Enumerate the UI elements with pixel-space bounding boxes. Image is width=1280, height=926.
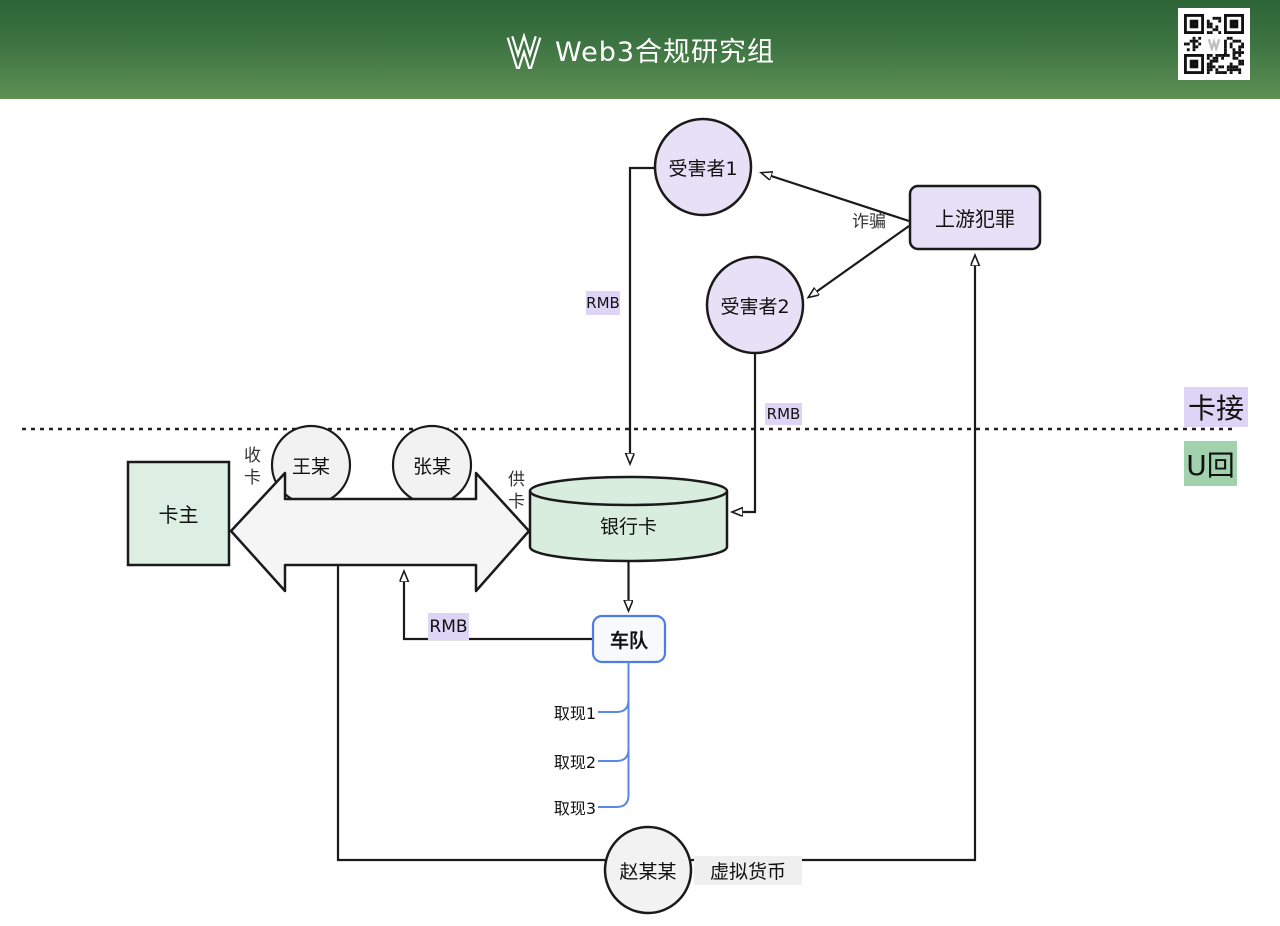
card-owner-label: 卡主 [158,503,199,527]
qr-code [1178,8,1250,80]
zhao-label: 赵某某 [619,860,677,883]
collect-card-label: 收卡 [244,446,261,488]
edge-upstream-to-victim2 [809,225,910,297]
victim2-node [705,255,805,355]
side-annotation-u: U回 [1184,441,1237,486]
zhao-node [603,825,693,915]
withdraw-branch-2 [598,748,630,762]
qr-w-logo-icon [1204,34,1224,54]
card-owner-node [126,460,231,567]
victim2-label: 受害者2 [720,295,790,318]
fleet-label: 车队 [609,629,648,652]
qr-pattern [1184,14,1244,74]
bankcard-cylinder-top [528,475,729,507]
edge-fleet-rmb-return [404,572,593,641]
bankcard-label: 银行卡 [599,515,657,538]
rmb-label-fleet: RMB [428,613,469,640]
edge-victim1-to-bankcard [630,166,656,463]
header-banner: Web3合规研究组 [0,0,1280,99]
virtual-currency-label: 虚拟货币 [694,856,802,885]
fraud-edge-label: 诈骗 [852,211,886,232]
withdraw1-label: 取现1 [553,703,596,723]
withdraw-tree-stem [598,662,630,808]
withdraw-branch-1 [598,699,630,713]
withdraw3-label: 取现3 [553,798,596,818]
withdraw2-label: 取现2 [553,752,596,772]
header-title-group: Web3合规研究组 [505,30,775,69]
wang-label: 王某 [291,455,330,478]
rmb-label-victim2: RMB [765,403,802,425]
zhang-label: 张某 [412,455,451,478]
victim1-node [653,117,753,217]
edge-upstream-to-victim1 [762,173,910,223]
page-title: Web3合规研究组 [554,37,776,68]
victim1-label: 受害者1 [668,157,738,180]
rmb-label-victim1: RMB [586,291,620,315]
upstream-crime-node [908,184,1042,251]
edge-victim2-to-bankcard [733,353,757,512]
w-logo-icon [506,31,542,69]
upstream-crime-label: 上游犯罪 [935,207,1015,231]
supply-card-label: 供卡 [508,470,525,512]
bankcard-cylinder-body [528,491,729,563]
double-arrow-card-exchange [229,471,531,593]
side-annotation-card: 卡接 [1184,387,1248,427]
